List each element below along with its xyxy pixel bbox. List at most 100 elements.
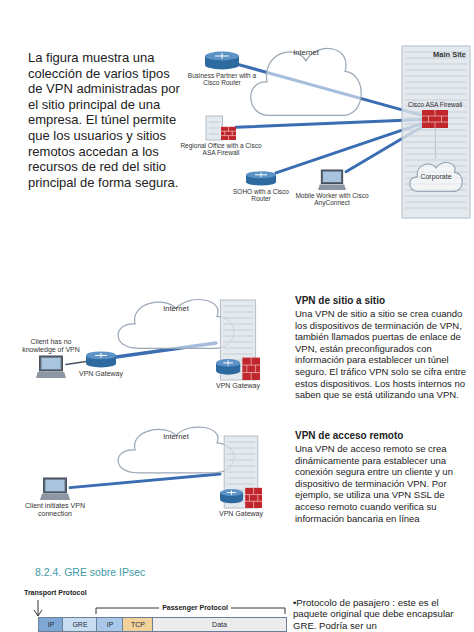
main-icon: [402, 46, 470, 218]
firewall-body: [245, 488, 262, 508]
router-body: [220, 496, 243, 503]
firewall-bricks: [422, 110, 448, 128]
device-label: Regional Office with a Cisco ASA Firewal…: [178, 142, 264, 157]
router-body: [246, 178, 276, 185]
router-node: Business Partner with a Cisco Router: [205, 50, 239, 70]
section-number-heading: 8.2.4. GRE sobre IPsec: [35, 566, 235, 578]
gateway-node: VPN Gateway: [220, 436, 262, 508]
office-node: Regional Office with a Cisco ASA Firewal…: [206, 116, 236, 140]
router-top: [86, 351, 116, 359]
protocol-label: Passenger Protocol: [150, 603, 240, 612]
section-heading: VPN de acceso remoto: [295, 430, 469, 442]
field-name: GRE: [63, 618, 97, 631]
firewall-body: [422, 110, 448, 128]
firewall-body: [221, 127, 236, 140]
router-node: VPN Gateway: [86, 350, 116, 368]
device-label: VPN Gateway: [211, 510, 271, 518]
device-label: Client initiates VPN connection: [17, 502, 93, 518]
vpn-tunnel: [70, 474, 220, 488]
device-label: VPN Gateway: [71, 370, 131, 378]
laptop-display: [323, 172, 341, 182]
section-body: Una VPN de acceso remoto se crea dinámic…: [295, 443, 469, 524]
node-title: Corporate: [407, 173, 465, 180]
laptop-display: [45, 480, 64, 491]
router-top: [216, 359, 240, 367]
cloud-node: Corporate: [407, 158, 465, 196]
device-label: VPN Gateway: [208, 382, 268, 390]
laptop-base: [36, 372, 66, 378]
laptop-screen: [321, 170, 342, 184]
device-label: Mobile Worker with Cisco AnyConnect: [286, 192, 378, 207]
field-name: IP: [97, 618, 123, 631]
firewall-icon: [422, 110, 448, 128]
router-arrows: [223, 360, 233, 365]
field-name: TCP: [123, 618, 153, 631]
gateway-icon: [216, 300, 260, 380]
laptop-node: Client initiates VPN connection: [40, 478, 70, 500]
building-windows: [209, 122, 220, 134]
router-icon: [246, 170, 276, 186]
cloud-icon: [112, 420, 240, 480]
router-arrows: [215, 53, 229, 59]
vpn-tunnel: [276, 123, 422, 173]
laptop-base: [40, 494, 70, 500]
building-windows: [405, 52, 467, 208]
office-icon: [206, 116, 236, 140]
device-label: Client has no knowledge of VPN: [18, 338, 84, 354]
router-arrows: [227, 490, 236, 494]
cloud-outline: [251, 48, 361, 115]
laptop-node: Mobile Worker with Cisco AnyConnect: [318, 170, 346, 190]
gateway-icon: [220, 436, 262, 508]
packet-field: Data: [152, 617, 287, 632]
node-title: Main Site: [433, 50, 466, 59]
laptop-screen: [40, 356, 63, 371]
packet-field: TCP: [122, 617, 154, 632]
router-body: [86, 360, 116, 368]
firewall-bricks: [221, 127, 236, 140]
section-heading: VPN de sitio a sitio: [295, 295, 469, 307]
field-name: Data: [153, 618, 286, 631]
device-label: Cisco ASA Firewall: [406, 101, 464, 108]
cloud-node: Internet: [112, 420, 240, 480]
firewall-node: Cisco ASA Firewall: [422, 110, 448, 128]
intro-paragraph: La figura muestra una colección de vario…: [28, 50, 180, 190]
node-title: Internet: [245, 48, 367, 57]
router-arrows: [95, 353, 107, 358]
router-body: [205, 61, 239, 70]
router-body: [216, 367, 240, 375]
router-top: [205, 52, 239, 61]
packet-field: GRE: [62, 617, 98, 632]
protocol-label: Transport Protocol: [24, 588, 124, 597]
router-icon: [86, 350, 116, 368]
laptop-node: Client has no knowledge of VPN: [36, 356, 66, 378]
section-body: Una VPN de sitio a sitio se crea cuando …: [295, 308, 469, 401]
bracket-arrow: [34, 610, 42, 616]
bullet-text: •Protocolo de pasajero : este es el paqu…: [293, 597, 470, 631]
router-arrows: [255, 173, 267, 177]
laptop-base: [318, 184, 346, 190]
main-node: Main SiteCisco ASA FirewallCorporate: [402, 46, 470, 218]
packet-field: IP: [96, 617, 124, 632]
packet-field: IP: [38, 617, 64, 632]
firewall-body: [242, 358, 260, 380]
building-body: [206, 116, 223, 140]
laptop-display: [41, 358, 60, 369]
bracket-line: [38, 600, 39, 616]
firewall-bricks: [245, 488, 262, 508]
device-label: Business Partner with a Cisco Router: [181, 72, 263, 87]
laptop-icon: [40, 478, 70, 500]
network-link: [66, 361, 86, 364]
router-top: [246, 171, 276, 178]
laptop-icon: [36, 356, 66, 378]
router-icon: [205, 50, 239, 70]
building-body: [402, 46, 470, 218]
laptop-icon: [318, 170, 346, 190]
gateway-node: VPN Gateway: [216, 300, 260, 380]
node-title: Internet: [112, 432, 240, 441]
router-node: SOHO with a Cisco Router: [246, 170, 276, 186]
vpn-tunnel: [236, 120, 422, 128]
field-name: IP: [39, 618, 63, 631]
router-top: [220, 489, 243, 496]
laptop-screen: [44, 478, 67, 493]
